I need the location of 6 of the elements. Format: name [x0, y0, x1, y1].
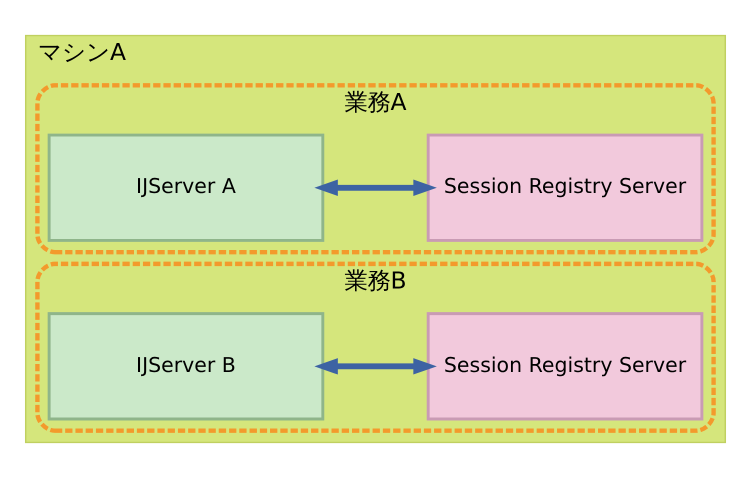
arrow [314, 180, 437, 196]
node-box: IJServer A [48, 134, 324, 242]
arrow [314, 358, 437, 375]
node-box: Session Registry Server [426, 134, 704, 242]
node-box: Session Registry Server [426, 312, 704, 420]
node-box: IJServer B [48, 312, 324, 420]
